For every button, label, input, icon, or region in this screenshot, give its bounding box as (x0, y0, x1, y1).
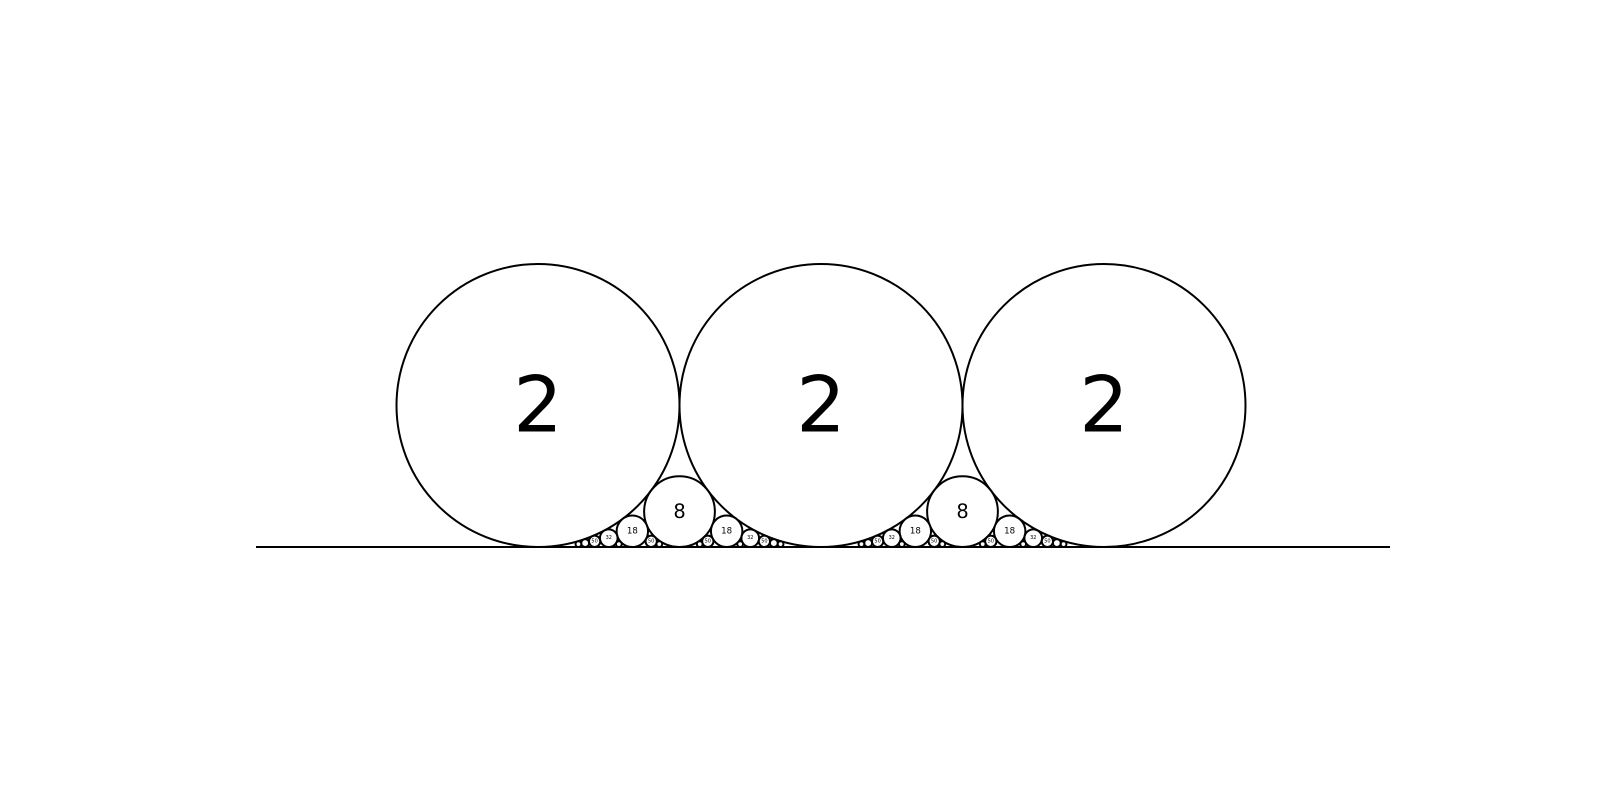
circle-curvature-98 (776, 540, 785, 548)
circle-curvature-98 (1059, 540, 1068, 548)
curvature-label: 32 (747, 535, 753, 541)
circle-curvature-18 (898, 514, 933, 548)
circle-curvature-8 (926, 475, 999, 548)
curvature-label: 8 (956, 500, 968, 523)
circle-curvature-98 (695, 540, 704, 548)
circle-curvature-98 (978, 540, 987, 548)
curvature-label: 50 (1044, 538, 1050, 544)
curvature-label: 32 (606, 535, 612, 541)
circle-curvature-98 (736, 540, 745, 548)
circle-curvature-98 (857, 540, 866, 548)
circle-curvature-18 (615, 514, 650, 548)
curvature-label: 50 (648, 538, 654, 544)
circle-curvature-72 (1051, 538, 1062, 549)
circle-curvature-98 (655, 540, 664, 548)
curvature-label: 32 (1030, 535, 1036, 541)
circles-group: 2 2 2 8 8 18 18 18 18 32 32 32 32 50 50 50 50 50 50 50 50 (395, 263, 1247, 549)
circle-curvature-8 (643, 475, 716, 548)
curvature-label: 2 (513, 361, 563, 451)
curvature-label: 50 (761, 538, 767, 544)
circle-curvature-18 (709, 514, 744, 548)
circle-curvature-98 (1019, 540, 1028, 548)
curvature-label: 18 (721, 526, 732, 536)
curvature-label: 50 (591, 538, 597, 544)
curvature-label: 50 (988, 538, 994, 544)
circle-curvature-72 (580, 538, 591, 549)
curvature-label: 32 (889, 535, 895, 541)
circle-curvature-72 (863, 538, 874, 549)
circle-curvature-98 (574, 540, 583, 548)
curvature-label: 50 (705, 538, 711, 544)
circle-curvature-98 (897, 540, 906, 548)
curvature-label: 18 (910, 526, 921, 536)
curvature-label: 8 (673, 500, 685, 523)
curvature-label: 50 (874, 538, 880, 544)
curvature-label: 2 (796, 361, 846, 451)
circle-curvature-2 (961, 263, 1247, 548)
circle-curvature-98 (614, 540, 623, 548)
circle-curvature-72 (768, 538, 779, 549)
curvature-label: 50 (931, 538, 937, 544)
circle-curvature-98 (938, 540, 947, 548)
curvature-label: 2 (1079, 361, 1129, 451)
curvature-label: 18 (1004, 526, 1015, 536)
curvature-label: 18 (627, 526, 638, 536)
circle-curvature-18 (992, 514, 1027, 548)
